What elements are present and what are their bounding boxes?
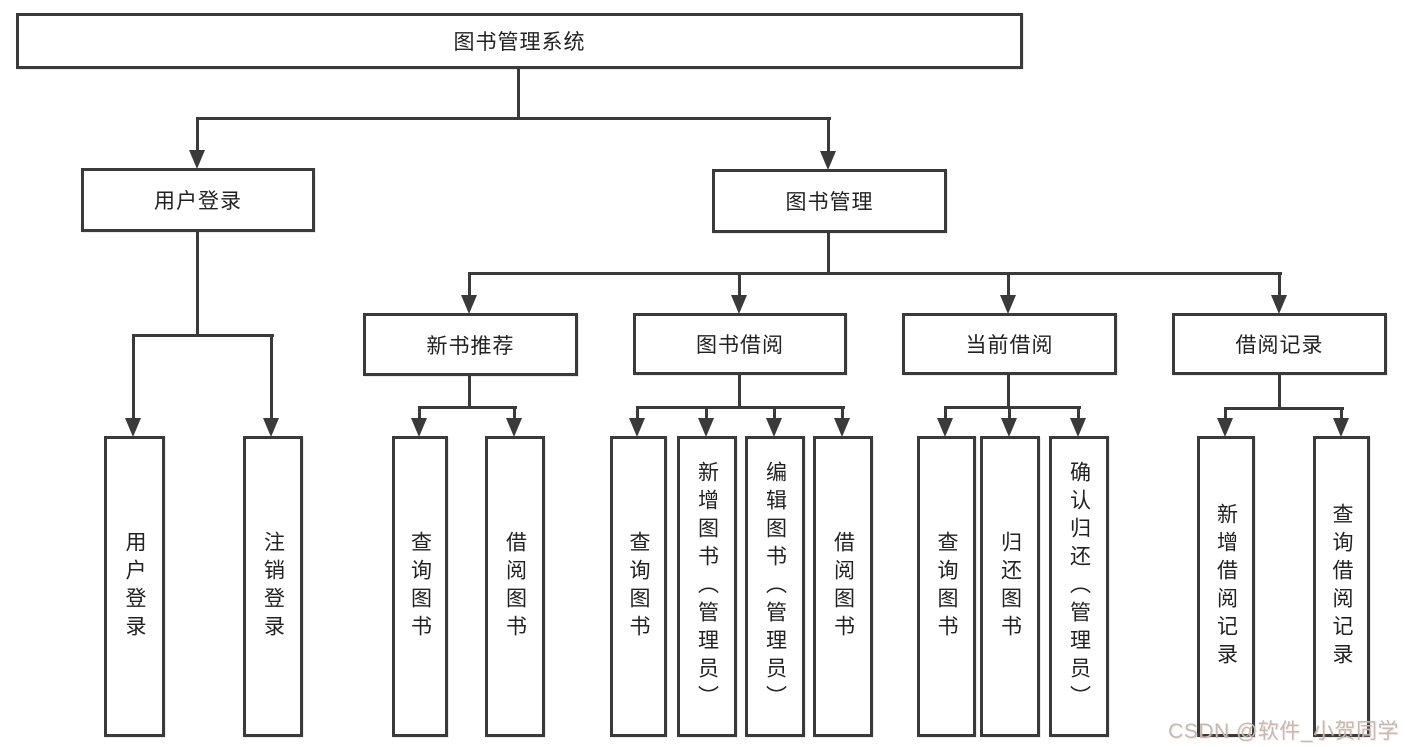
node-label-leaf-logout: 注销登录 [261, 530, 285, 643]
node-current-borrowing: 当前借阅 [902, 313, 1117, 375]
connector-arrow-down-icon [1333, 418, 1349, 437]
node-label-leaf-query-borrow-record: 查询借阅记录 [1330, 502, 1353, 671]
connector-arrow-down-icon [1070, 418, 1086, 437]
node-label-leaf-confirm-return: 确认归还（管理员） [1067, 460, 1091, 713]
connector-drop-root-split-0 [196, 117, 199, 151]
node-label-book-borrowing: 图书借阅 [696, 334, 784, 357]
node-leaf-logout: 注销登录 [243, 436, 303, 737]
connector-drop-user-login-split-1 [270, 334, 273, 419]
node-leaf-add-borrow-record: 新增借阅记录 [1197, 436, 1255, 737]
connector-arrow-down-icon [820, 151, 836, 170]
node-label-leaf-edit-books: 编辑图书（管理员） [763, 460, 787, 713]
connector-split-new-book-split [418, 406, 517, 409]
connector-drop-new-book-split-0 [418, 406, 421, 419]
connector-drop-book-management-split-1 [738, 272, 741, 296]
node-label-leaf-borrow-books-1: 借阅图书 [503, 530, 527, 643]
connector-drop-borrow-records-split-1 [1340, 407, 1343, 419]
connector-drop-book-borrow-split-1 [705, 406, 708, 419]
node-label-leaf-borrow-books-2: 借阅图书 [831, 530, 855, 643]
node-leaf-user-login: 用户登录 [104, 436, 165, 737]
connector-drop-current-borrow-split-0 [944, 406, 947, 419]
node-book-borrowing: 图书借阅 [633, 313, 847, 375]
connector-split-book-management-split [468, 272, 1282, 275]
node-book-management: 图书管理 [712, 169, 947, 233]
connector-drop-book-management-split-2 [1007, 272, 1010, 296]
connector-arrow-down-icon [461, 295, 477, 314]
node-borrowing-records: 借阅记录 [1172, 313, 1387, 375]
node-new-book-recommend: 新书推荐 [363, 313, 578, 376]
connector-arrow-down-icon [1271, 295, 1287, 314]
connector-drop-book-borrow-split-0 [636, 406, 639, 419]
connector-arrow-down-icon [698, 418, 714, 437]
node-leaf-borrow-books-2: 借阅图书 [813, 436, 873, 737]
connector-drop-root-split-1 [827, 117, 830, 152]
connector-split-borrow-records-split [1224, 407, 1344, 410]
connector-drop-book-management-split-3 [1278, 272, 1281, 296]
node-label-leaf-return-books: 归还图书 [998, 530, 1022, 643]
node-label-borrowing-records: 借阅记录 [1235, 334, 1324, 357]
node-label-root: 图书管理系统 [453, 31, 586, 54]
connector-split-root-split [196, 117, 831, 120]
csdn-watermark: CSDN @软件_小贺同学 [1168, 720, 1399, 743]
connector-drop-user-login-split-0 [132, 334, 135, 419]
connector-arrow-down-icon [1217, 418, 1233, 437]
node-leaf-query-books-1: 查询图书 [392, 436, 448, 737]
node-label-leaf-query-books-2: 查询图书 [627, 530, 650, 643]
connector-arrow-down-icon [263, 418, 279, 437]
connector-drop-new-book-split-1 [513, 406, 516, 419]
node-leaf-add-books: 新增图书（管理员） [677, 436, 737, 737]
connector-arrow-down-icon [629, 418, 645, 437]
node-label-new-book-recommend: 新书推荐 [426, 334, 515, 358]
node-label-leaf-query-books-3: 查询图书 [935, 530, 958, 643]
connector-arrow-down-icon [834, 418, 850, 437]
node-label-leaf-add-books: 新增图书（管理员） [695, 460, 719, 713]
connector-stem-new-book-split [468, 376, 471, 409]
connector-arrow-down-icon [411, 418, 427, 437]
connector-arrow-down-icon [1001, 418, 1017, 437]
node-leaf-edit-books: 编辑图书（管理员） [745, 436, 805, 737]
connector-arrow-down-icon [937, 418, 953, 437]
connector-arrow-down-icon [125, 418, 141, 437]
connector-arrow-down-icon [189, 150, 205, 169]
node-leaf-query-books-3: 查询图书 [917, 436, 976, 737]
connector-drop-book-borrow-split-2 [773, 406, 776, 419]
connector-stem-borrow-records-split [1278, 375, 1281, 410]
connector-split-current-borrow-split [944, 406, 1081, 409]
connector-stem-current-borrow-split [1007, 375, 1010, 409]
connector-drop-book-management-split-0 [468, 272, 471, 296]
node-user-login: 用户登录 [81, 168, 315, 232]
connector-stem-book-management-split [827, 233, 830, 275]
connector-drop-book-borrow-split-3 [841, 406, 844, 419]
node-label-current-borrowing: 当前借阅 [965, 334, 1054, 357]
node-label-leaf-query-books-1: 查询图书 [408, 530, 432, 643]
connector-stem-book-borrow-split [738, 375, 741, 409]
connector-arrow-down-icon [506, 418, 522, 437]
node-leaf-query-books-2: 查询图书 [610, 436, 667, 737]
connector-drop-current-borrow-split-2 [1077, 406, 1080, 419]
connector-drop-current-borrow-split-1 [1008, 406, 1011, 419]
connector-stem-user-login-split [196, 232, 199, 337]
connector-arrow-down-icon [1000, 295, 1016, 314]
node-leaf-confirm-return: 确认归还（管理员） [1049, 436, 1109, 737]
node-leaf-query-borrow-record: 查询借阅记录 [1313, 436, 1370, 737]
connector-drop-borrow-records-split-0 [1224, 407, 1227, 419]
node-label-user-login: 用户登录 [154, 190, 242, 213]
node-leaf-return-books: 归还图书 [980, 436, 1040, 737]
connector-stem-root-split [517, 69, 520, 120]
node-label-book-management: 图书管理 [785, 191, 874, 214]
node-label-leaf-add-borrow-record: 新增借阅记录 [1214, 502, 1238, 671]
node-root: 图书管理系统 [16, 13, 1023, 69]
connector-arrow-down-icon [731, 295, 747, 314]
node-label-leaf-user-login: 用户登录 [123, 530, 146, 643]
connector-split-book-borrow-split [636, 406, 845, 409]
connector-arrow-down-icon [766, 418, 782, 437]
connector-split-user-login-split [132, 334, 274, 337]
node-leaf-borrow-books-1: 借阅图书 [485, 436, 545, 737]
